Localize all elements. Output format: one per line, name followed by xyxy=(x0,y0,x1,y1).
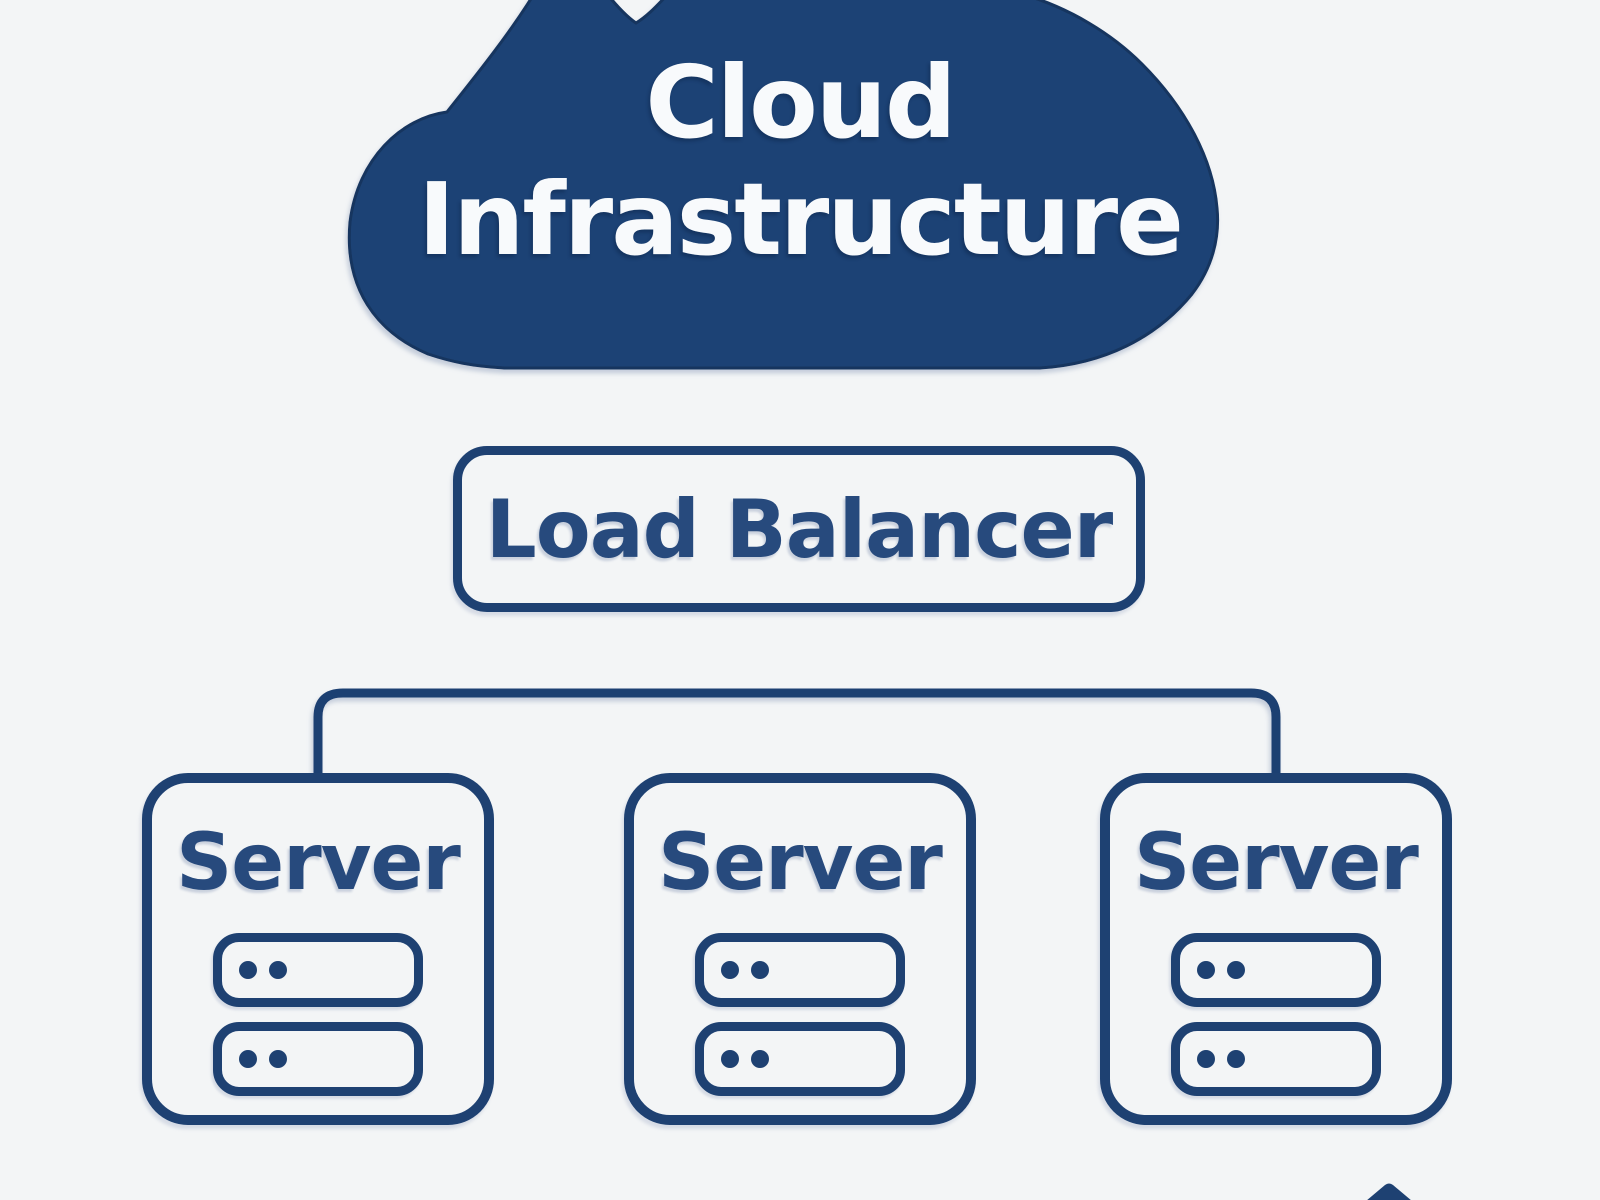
load-balancer-label: Load Balancer xyxy=(485,482,1113,576)
server-3-label: Server xyxy=(1134,818,1419,908)
rack-led-dot xyxy=(269,961,287,979)
cloud-title: Cloud Infrastructure xyxy=(400,44,1200,278)
rack-led-dot xyxy=(239,1050,257,1068)
rack-led-dot xyxy=(721,1050,739,1068)
load-balancer-node: Load Balancer xyxy=(453,446,1145,612)
rack-led-dot xyxy=(1227,961,1245,979)
server-2-label: Server xyxy=(658,818,943,908)
server-1-rack-1 xyxy=(213,933,423,1007)
rack-led-dot xyxy=(1197,961,1215,979)
cloud-title-line1: Cloud xyxy=(645,44,956,161)
server-node-3: Server xyxy=(1100,773,1452,1125)
rack-led-dot xyxy=(721,961,739,979)
server-1-label: Server xyxy=(176,818,461,908)
connector-bus-to-outer-servers xyxy=(313,688,1281,775)
rack-led-dot xyxy=(751,1050,769,1068)
server-2-rack-1 xyxy=(695,933,905,1007)
bottom-arrow-tip xyxy=(1367,1183,1411,1200)
server-node-1: Server xyxy=(142,773,494,1125)
rack-led-dot xyxy=(1227,1050,1245,1068)
server-3-rack-1 xyxy=(1171,933,1381,1007)
server-2-rack-2 xyxy=(695,1022,905,1096)
cloud-shape xyxy=(347,0,1220,370)
server-3-rack-2 xyxy=(1171,1022,1381,1096)
server-1-rack-2 xyxy=(213,1022,423,1096)
cloud-title-line2: Infrastructure xyxy=(418,161,1184,278)
rack-led-dot xyxy=(1197,1050,1215,1068)
server-node-2: Server xyxy=(624,773,976,1125)
rack-led-dot xyxy=(269,1050,287,1068)
rack-led-dot xyxy=(751,961,769,979)
rack-led-dot xyxy=(239,961,257,979)
